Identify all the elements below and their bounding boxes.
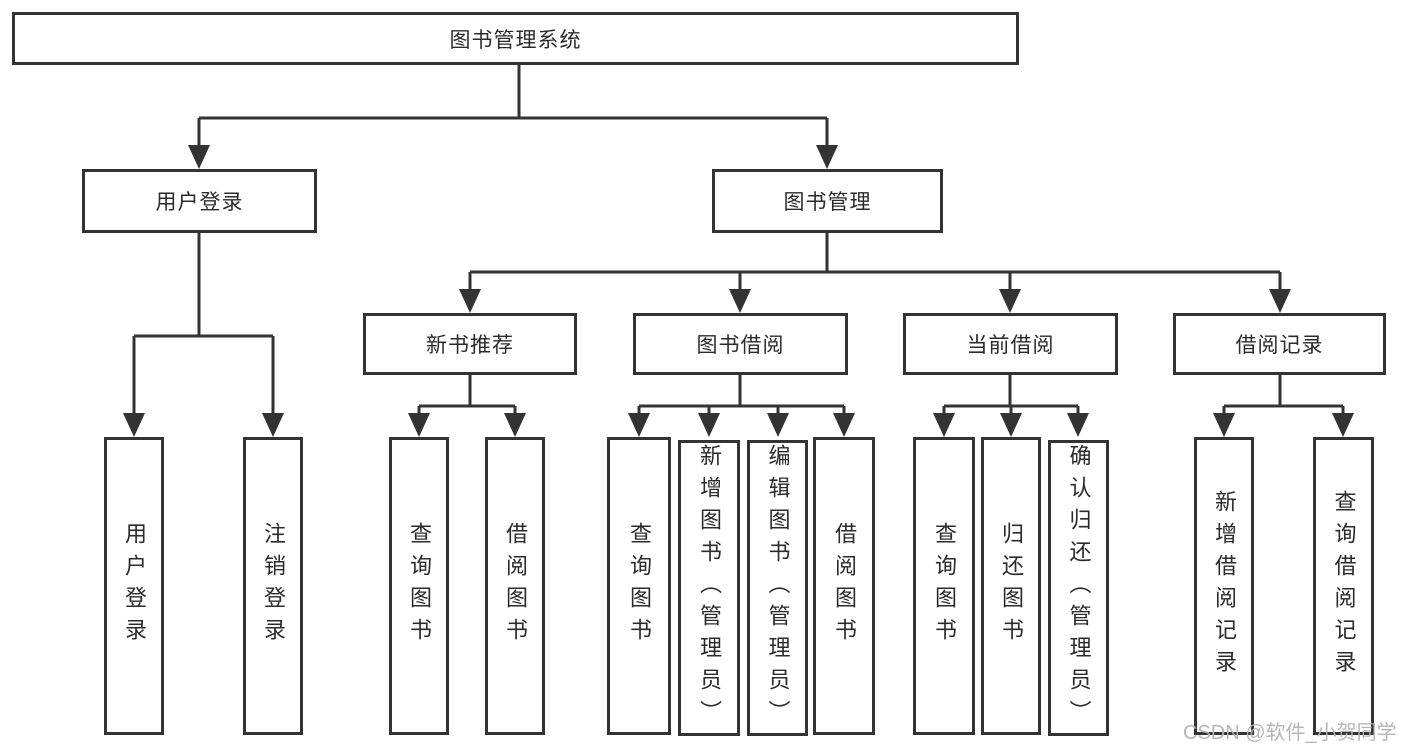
leaf-add-borrow-record: 新增借阅记录 [1194, 437, 1254, 735]
node-book-borrowing: 图书借阅 [633, 313, 848, 375]
leaf-borrow-books-recommendation: 借阅图书 [485, 437, 545, 735]
node-library-system: 图书管理系统 [12, 12, 1019, 65]
leaf-add-books-admin: 新增图书（管理员） [678, 440, 740, 736]
connector-user-login [132, 233, 275, 415]
node-borrowing-records: 借阅记录 [1173, 313, 1386, 375]
leaf-edit-books-admin: 编辑图书（管理员） [747, 440, 808, 736]
leaf-return-books: 归还图书 [981, 437, 1041, 735]
leaf-query-books-recommendation: 查询图书 [389, 437, 449, 735]
leaf-user-login: 用户登录 [104, 437, 164, 735]
node-new-book-recommendation: 新书推荐 [363, 313, 577, 375]
arrowhead-icons [123, 145, 1354, 437]
leaf-query-borrow-record: 查询借阅记录 [1313, 437, 1374, 735]
connector-recommendation [417, 375, 517, 415]
leaf-borrow-books-borrowing: 借阅图书 [813, 437, 875, 735]
node-user-login: 用户登录 [82, 169, 317, 233]
connector-borrowing [637, 375, 846, 415]
leaf-confirm-return-admin: 确认归还（管理员） [1048, 440, 1109, 736]
connector-root [197, 65, 829, 147]
leaf-logout-login: 注销登录 [243, 437, 303, 735]
leaf-query-books-borrowing: 查询图书 [607, 437, 671, 735]
csdn-watermark: CSDN @软件_小贺同学 [1183, 722, 1397, 744]
connector-current [942, 375, 1080, 415]
node-current-borrowing: 当前借阅 [903, 313, 1118, 375]
node-book-management: 图书管理 [712, 169, 943, 233]
connector-book-management [468, 233, 1282, 291]
connector-records [1222, 375, 1345, 415]
leaf-query-books-current: 查询图书 [913, 437, 975, 735]
